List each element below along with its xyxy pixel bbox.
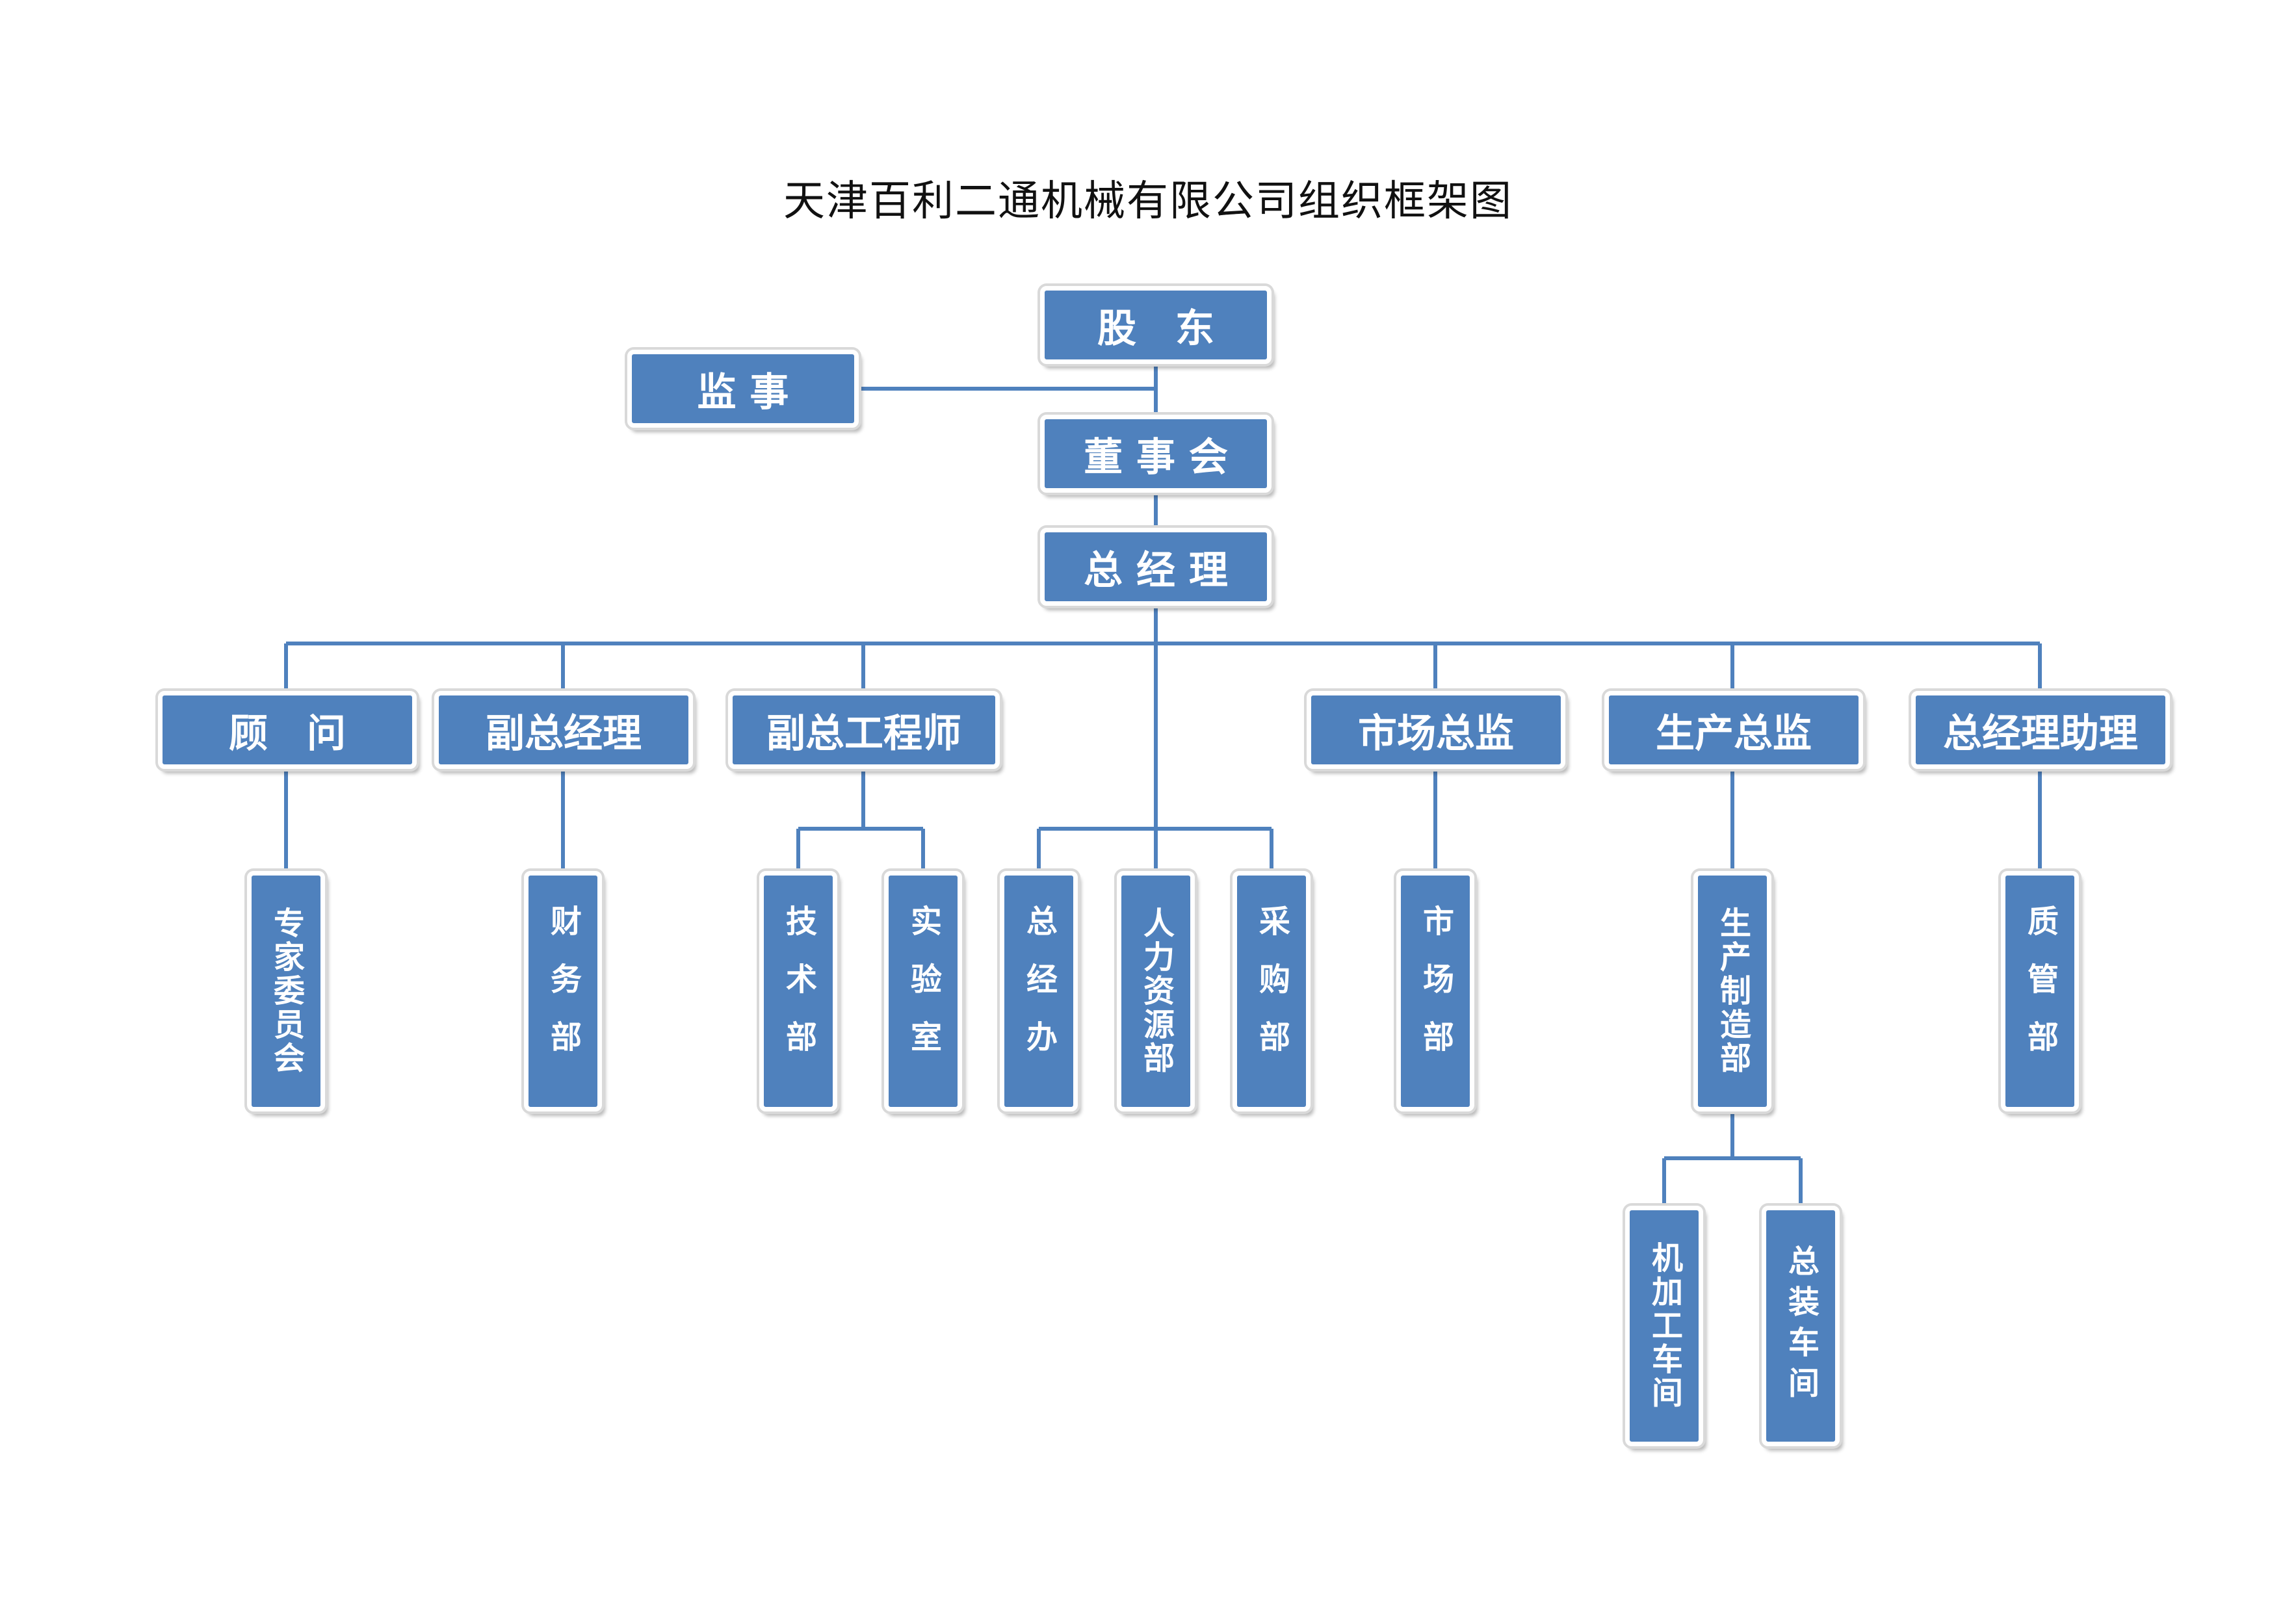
node-machining-workshop: 机加工车间: [1625, 1206, 1703, 1446]
node-tech-dept: 技术部: [759, 871, 837, 1111]
node-gm-assistant: 总经理助理: [1911, 691, 2170, 769]
node-laboratory: 实验室: [884, 871, 962, 1111]
node-expert-committee: 专家委员会: [247, 871, 325, 1111]
node-finance-dept: 财务部: [524, 871, 602, 1111]
node-general-office: 总经办: [1000, 871, 1078, 1111]
node-shareholders: 股 东: [1040, 286, 1272, 364]
node-hr-dept: 人力资源部: [1117, 871, 1195, 1111]
node-advisor: 顾 问: [158, 691, 417, 769]
node-purchasing-dept: 采购部: [1233, 871, 1311, 1111]
node-board: 董 事 会: [1040, 415, 1272, 493]
node-assembly-workshop: 总装车间: [1762, 1206, 1840, 1446]
node-market-dept: 市场部: [1396, 871, 1474, 1111]
node-marketing-director: 市场总监: [1307, 691, 1565, 769]
node-deputy-chief-engineer: 副总工程师: [728, 691, 1000, 769]
node-supervisor: 监 事: [627, 350, 859, 428]
chart-title: 天津百利二通机械有限公司组织框架图: [783, 177, 1513, 226]
node-general-manager: 总 经 理: [1040, 528, 1272, 606]
node-quality-dept: 质管部: [2001, 871, 2079, 1111]
node-production-dept: 生产制造部: [1693, 871, 1771, 1111]
node-deputy-gm: 副总经理: [434, 691, 693, 769]
node-production-director: 生产总监: [1604, 691, 1863, 769]
